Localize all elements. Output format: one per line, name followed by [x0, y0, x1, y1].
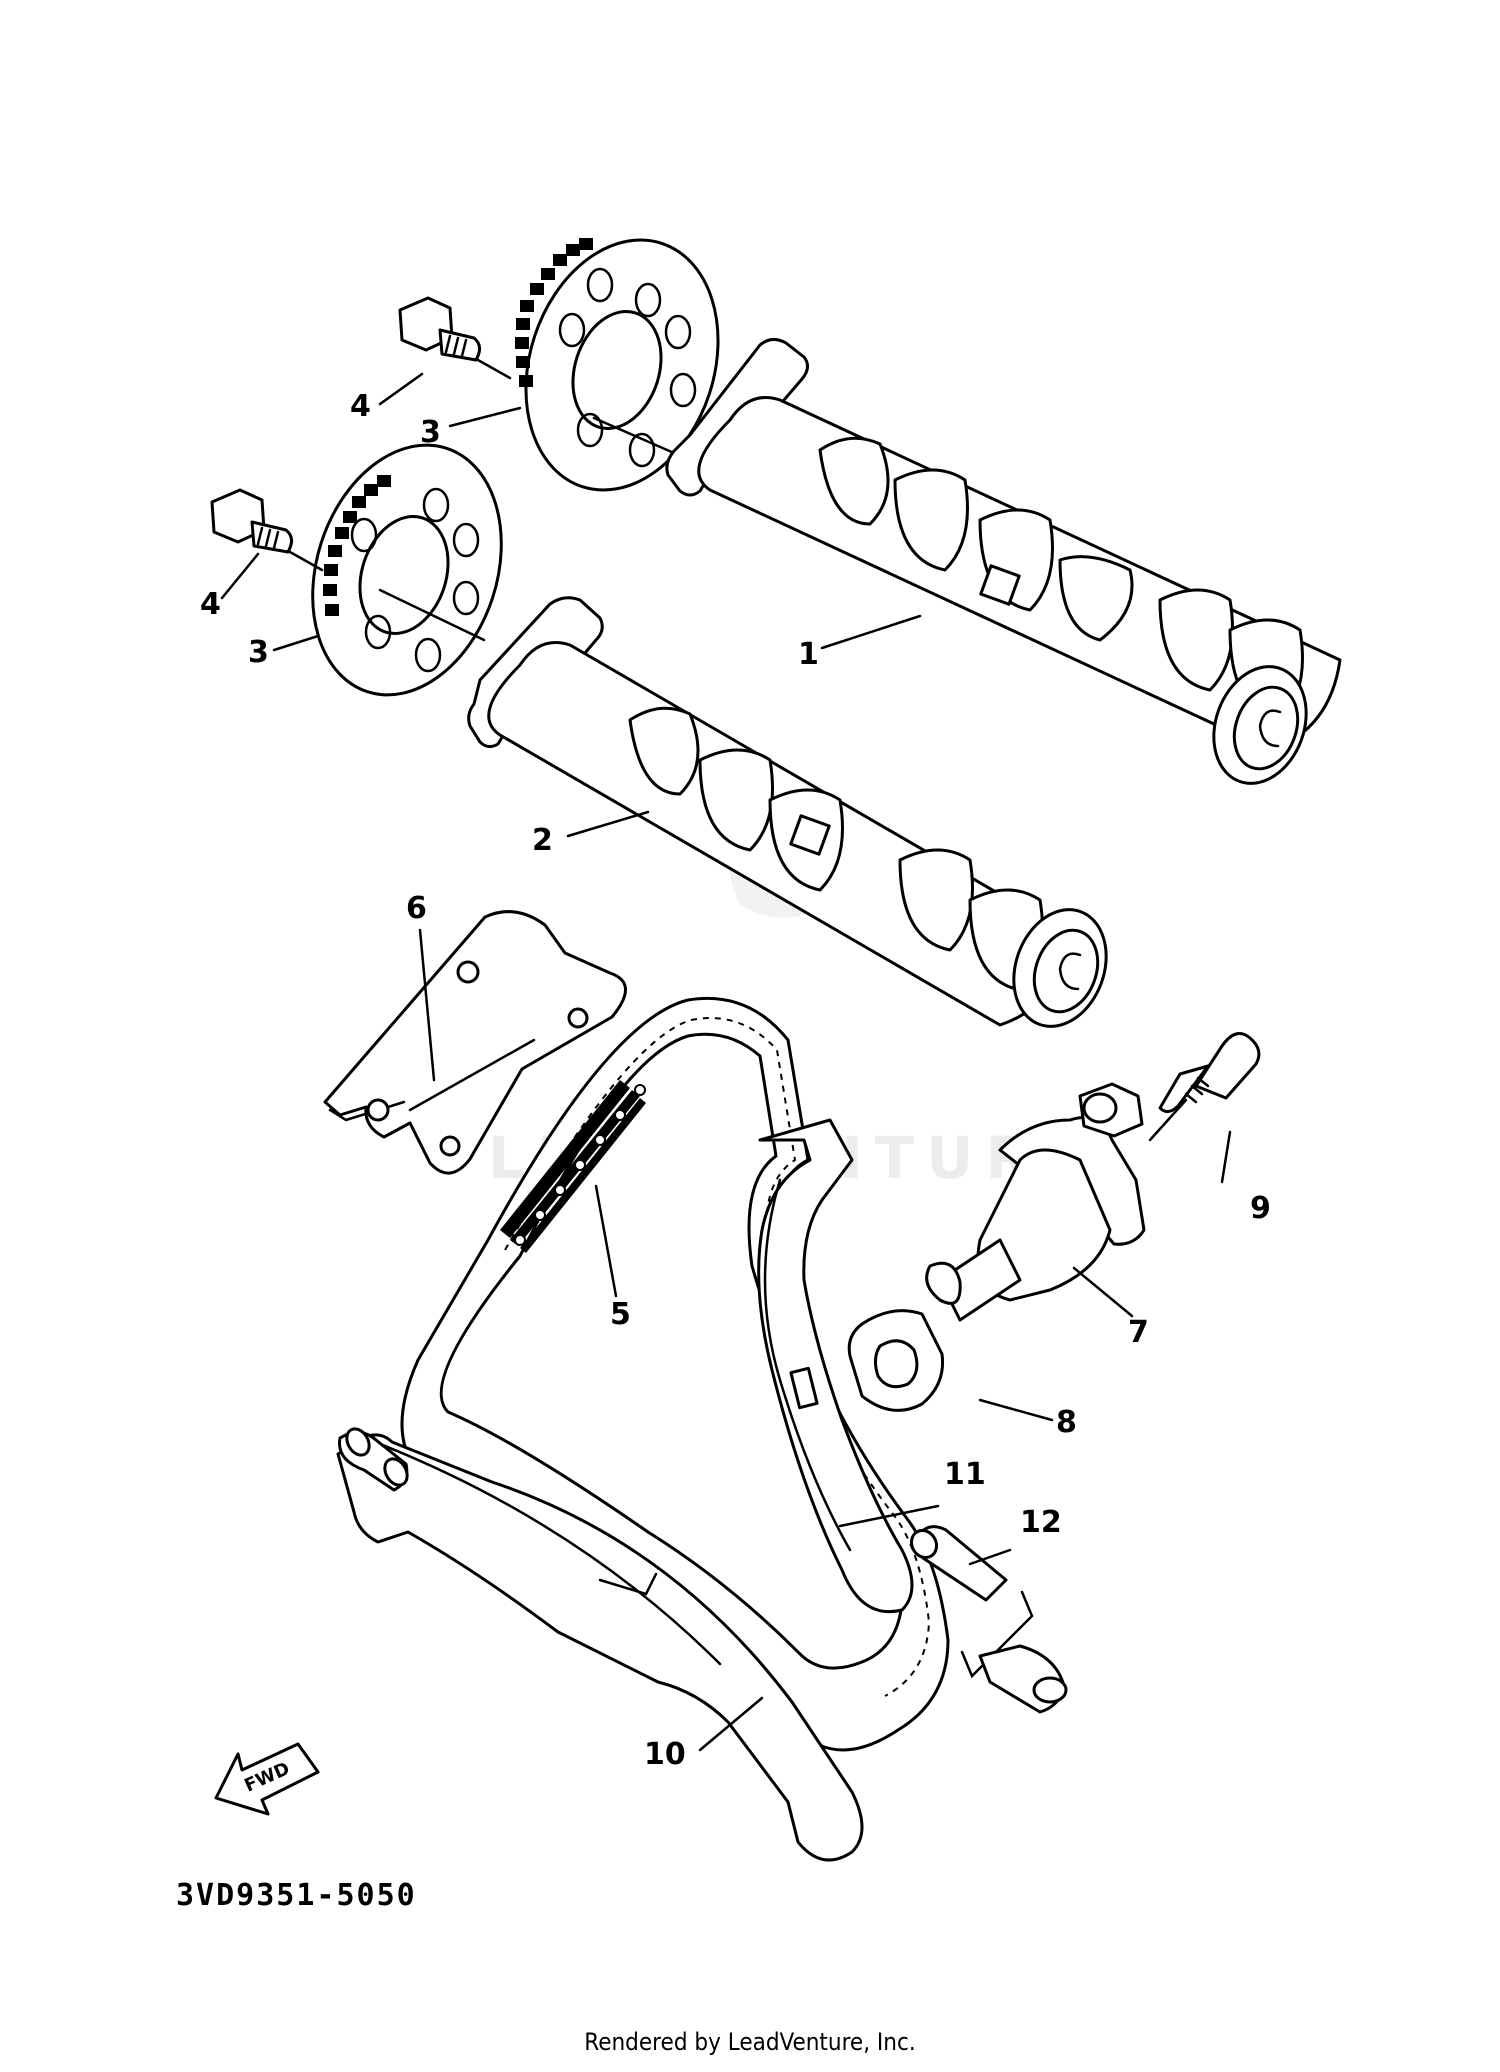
callout-2: 2: [532, 823, 553, 858]
callout-6: 6: [406, 891, 427, 926]
lower-cam-sprocket: [311, 443, 503, 697]
callout-9: 9: [1250, 1191, 1271, 1226]
chain-guide-plate-6: [323, 910, 627, 1175]
chain-guide-11: [757, 1118, 914, 1614]
callout-10: 10: [644, 1737, 686, 1772]
tensioner-gasket-8: [847, 1309, 945, 1412]
guide-pivot: [978, 1644, 1068, 1714]
guide-bolt-12: [909, 1525, 1034, 1679]
rendered-by-credit: Rendered by LeadVenture, Inc.: [584, 2028, 916, 2056]
callout-12: 12: [1020, 1505, 1062, 1540]
upper-cam-sprocket: [515, 238, 720, 492]
timing-chain-5: [400, 996, 950, 1752]
diagram-code: 3VD9351-5050: [176, 1878, 417, 1913]
callout-4-upper: 4: [350, 389, 371, 424]
callout-1: 1: [798, 637, 819, 672]
callout-3-lower: 3: [248, 635, 269, 670]
callout-7: 7: [1128, 1315, 1149, 1350]
chain-tensioner-7: [925, 1082, 1188, 1322]
chain-guide-10: [336, 1427, 864, 1862]
camshaft-1: [665, 338, 1342, 785]
callouts: 4 3 4 3 1 2 6 5 7 8 9 11 12 10: [200, 389, 1271, 1772]
callout-4-lower: 4: [200, 587, 221, 622]
tensioner-bolt-9: [1158, 1032, 1261, 1113]
lower-sprocket-bolt: [210, 488, 324, 572]
callout-11: 11: [944, 1457, 986, 1492]
camshaft-2: [467, 596, 1108, 1028]
callout-8: 8: [1056, 1405, 1077, 1440]
fwd-arrow: FWD: [214, 1742, 320, 1816]
upper-sprocket-bolt: [398, 296, 512, 380]
callout-3-upper: 3: [420, 415, 441, 450]
leader-lines: [220, 372, 1232, 1752]
callout-5: 5: [610, 1297, 631, 1332]
